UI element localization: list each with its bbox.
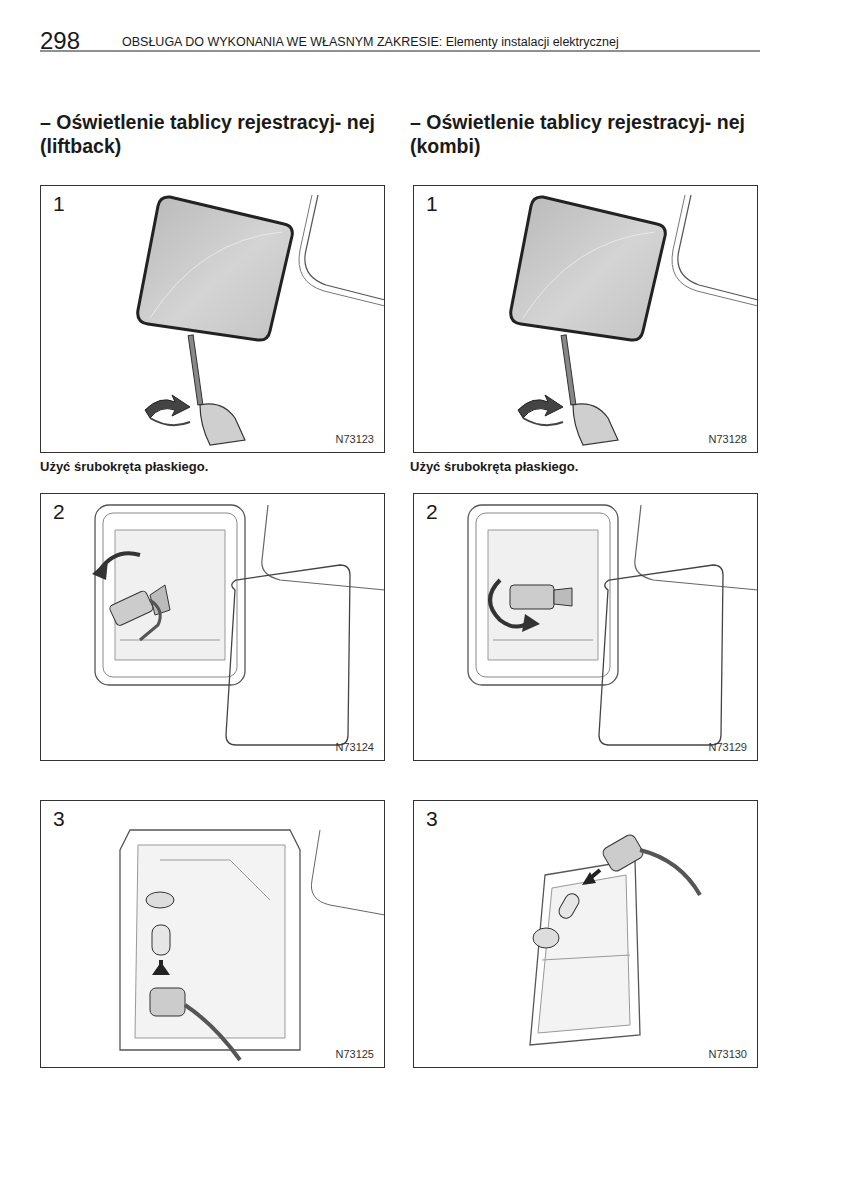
figure-code: N73130 [708, 1048, 747, 1060]
figure-panel: 2N73129 [413, 493, 758, 761]
step-number: 3 [53, 807, 65, 831]
figure-panel: 1N73123 [40, 185, 385, 453]
figure-code: N73123 [335, 433, 374, 445]
step-number: 1 [53, 192, 65, 216]
step-number: 1 [426, 192, 438, 216]
figure-panel: 3N73125 [40, 800, 385, 1068]
figure-code: N73124 [335, 741, 374, 753]
figure-code: N73129 [708, 741, 747, 753]
figure-panel: 1N73128 [413, 185, 758, 453]
figure-panel: 2N73124 [40, 493, 385, 761]
socket-turn [490, 580, 572, 632]
figure-code: N73128 [708, 433, 747, 445]
figure-panel: 3N73130 [413, 800, 758, 1068]
caption: Użyć śrubokręta płaskiego. [410, 459, 755, 475]
caption: Użyć śrubokręta płaskiego. [40, 459, 385, 475]
section-heading: – Oświetlenie tablicy rejestracyj- nej (… [40, 110, 385, 159]
bulb-replace [120, 830, 385, 1060]
header-rule [40, 50, 760, 51]
page-number: 298 [40, 26, 110, 56]
step-number: 3 [426, 807, 438, 831]
step-number: 2 [53, 500, 65, 524]
step-number: 2 [426, 500, 438, 524]
section-heading: – Oświetlenie tablicy rejestracyj- nej (… [410, 110, 755, 159]
figure-code: N73125 [335, 1048, 374, 1060]
socket-turn [92, 553, 170, 640]
running-header: OBSŁUGA DO WYKONANIA WE WŁASNYM ZAKRESIE… [122, 35, 619, 51]
bulb-replace [530, 833, 700, 1045]
